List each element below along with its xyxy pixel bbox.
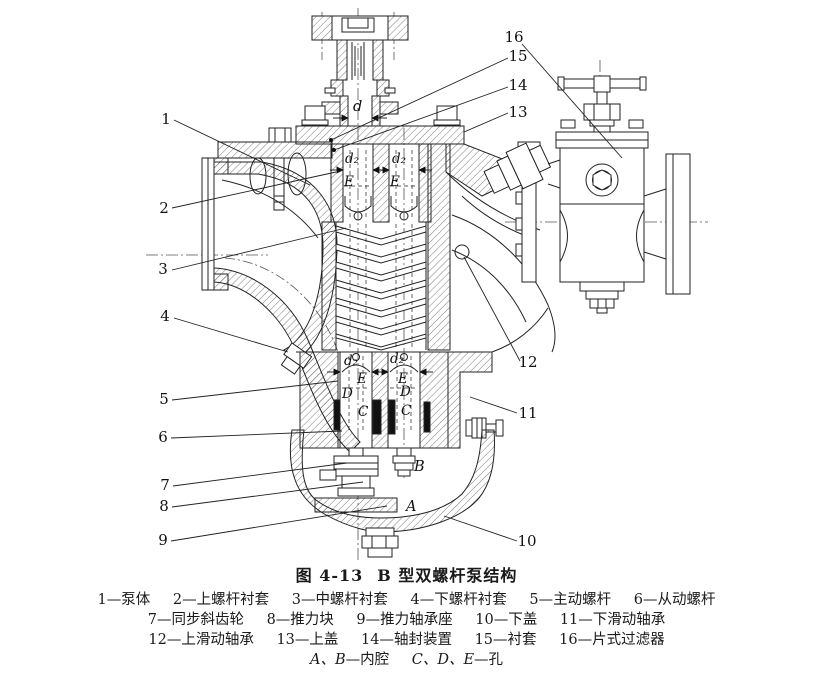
callout-12: 12 — [518, 353, 537, 371]
callout-1: 1 — [161, 110, 171, 128]
legend-item: 9—推力轴承座 — [356, 612, 453, 628]
legend-line-1: 1—泵体 2—上螺杆衬套 3—中螺杆衬套 4—下螺杆衬套 5—主动螺杆 6—从动… — [0, 590, 813, 610]
callout-9: 9 — [158, 531, 168, 549]
legend-item: 4—下螺杆衬套 — [410, 592, 507, 608]
chamber-B-label: B — [413, 459, 425, 475]
legend-item: 7—同步斜齿轮 — [147, 612, 244, 628]
legend-item: 12—上滑动轴承 — [148, 632, 254, 648]
dim-d2-upper-right: d₂ — [392, 151, 406, 167]
callout-3: 3 — [158, 260, 168, 278]
legend-item: 8—推力块 — [266, 612, 334, 628]
leader-lines — [170, 43, 623, 542]
legend-line-2: 7—同步斜齿轮 8—推力块 9—推力轴承座 10—下盖 11—下滑动轴承 — [0, 610, 813, 630]
dim-d2-lower-left: d₂ — [344, 353, 358, 369]
legend-item: 14—轴封装置 — [361, 632, 452, 648]
dim-d2-lower-right: d₂ — [390, 351, 404, 367]
drain-plug — [361, 527, 399, 558]
callout-7: 7 — [160, 476, 170, 494]
bottom-cover-bowl — [289, 429, 495, 558]
callout-10: 10 — [517, 532, 536, 550]
dim-D-left: D — [341, 386, 353, 402]
lower-bearing-housing — [296, 244, 504, 449]
dim-E-lower-left: E — [356, 371, 367, 387]
chamber-A-label: A — [404, 499, 416, 515]
twin-screws — [321, 221, 427, 351]
callout-13: 13 — [508, 103, 527, 121]
legend-item: 13—上盖 — [276, 632, 339, 648]
legend-item: 2—上螺杆衬套 — [172, 592, 270, 608]
callout-8: 8 — [159, 497, 169, 515]
callout-4: 4 — [160, 307, 170, 325]
callout-16: 16 — [504, 28, 523, 46]
legend-item: A、B—内腔 — [309, 652, 390, 668]
dimension-letters: d d₂ d₂ E E d₂ d₂ E E D D C C B A — [341, 99, 425, 515]
legend-item: 16—片式过滤器 — [559, 632, 665, 648]
dim-D-right: D — [399, 384, 411, 400]
callout-14: 14 — [508, 76, 527, 94]
legend-item: 5—主动螺杆 — [529, 592, 612, 608]
callout-5: 5 — [159, 390, 169, 408]
dim-E-upper-right: E — [389, 174, 400, 190]
gear-and-thrust-assembly — [314, 447, 416, 513]
dim-C-right: C — [401, 403, 412, 419]
figure-number: 图 4-13 — [295, 566, 364, 585]
legend-item: 6—从动螺杆 — [633, 592, 716, 608]
figure-caption: 图 4-13 B 型双螺杆泵结构 — [0, 562, 813, 586]
callout-2: 2 — [159, 199, 169, 217]
elbow-union — [483, 141, 561, 283]
upper-bushings — [330, 143, 451, 351]
plate-filter — [555, 75, 691, 314]
figure-text-block: 图 4-13 B 型双螺杆泵结构 1—泵体 2—上螺杆衬套 3—中螺杆衬套 4—下… — [0, 560, 813, 670]
legend-item: C、D、E—孔 — [411, 652, 504, 668]
legend-line-4: A、B—内腔 C、D、E—孔 — [0, 650, 813, 670]
dim-E-upper-left: E — [343, 174, 354, 190]
dimension-annotations — [327, 114, 433, 376]
legend-item: 10—下盖 — [475, 612, 538, 628]
dim-C-left: C — [358, 404, 369, 420]
callout-11: 11 — [518, 404, 537, 422]
legend-item: 3—中螺杆衬套 — [291, 592, 388, 608]
dim-d: d — [353, 99, 362, 115]
callout-15: 15 — [508, 47, 527, 65]
dim-d2-upper-left: d₂ — [345, 151, 359, 167]
figure-title: B 型双螺杆泵结构 — [377, 566, 518, 585]
legend-item: 15—衬套 — [474, 632, 537, 648]
dim-E-lower-right: E — [397, 371, 408, 387]
callout-numbers: 1 2 3 4 5 6 7 8 9 10 11 12 13 14 15 16 — [158, 28, 537, 550]
callout-6: 6 — [158, 428, 168, 446]
legend-item: 11—下滑动轴承 — [559, 612, 666, 628]
legend-line-3: 12—上滑动轴承 13—上盖 14—轴封装置 15—衬套 16—片式过滤器 — [0, 630, 813, 650]
twin-screw-pump-cross-section-drawing: d d₂ d₂ E E d₂ d₂ E E D D C C B A — [146, 8, 708, 560]
legend-item: 1—泵体 — [97, 592, 151, 608]
